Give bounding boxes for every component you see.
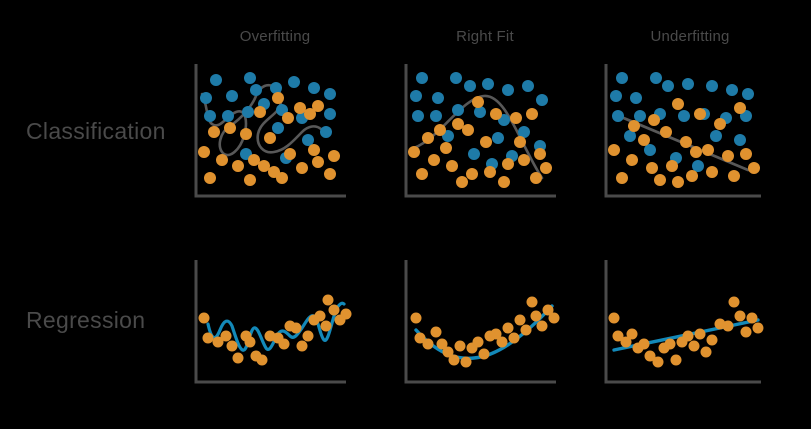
chart-classification-right-fit <box>400 62 560 202</box>
regression-observation-points <box>608 296 764 368</box>
chart-regression-right-fit <box>400 258 560 388</box>
axis-lines <box>194 260 346 384</box>
class-b-points <box>608 98 760 188</box>
class-a-points <box>200 72 336 164</box>
column-title-right-fit: Right Fit <box>456 28 514 45</box>
axis-lines <box>604 64 761 198</box>
regression-observation-points <box>198 294 352 366</box>
chart-classification-overfitting <box>190 62 350 202</box>
axis-lines <box>194 64 346 198</box>
row-label-regression: Regression <box>26 307 146 333</box>
class-b-points <box>198 92 340 186</box>
regression-observation-points <box>410 296 560 368</box>
axis-lines <box>604 260 761 384</box>
chart-regression-overfitting <box>190 258 352 388</box>
column-title-overfitting: Overfitting <box>239 28 311 45</box>
axis-lines <box>404 260 556 384</box>
chart-regression-underfitting <box>600 258 765 388</box>
regression-fit-curve <box>414 304 554 360</box>
row-label-classification: Classification <box>26 118 166 144</box>
class-a-points <box>610 72 754 172</box>
axis-lines <box>404 64 556 198</box>
chart-classification-underfitting <box>600 62 765 202</box>
column-title-underfitting: Underfitting <box>650 28 730 45</box>
class-b-points <box>408 96 552 188</box>
